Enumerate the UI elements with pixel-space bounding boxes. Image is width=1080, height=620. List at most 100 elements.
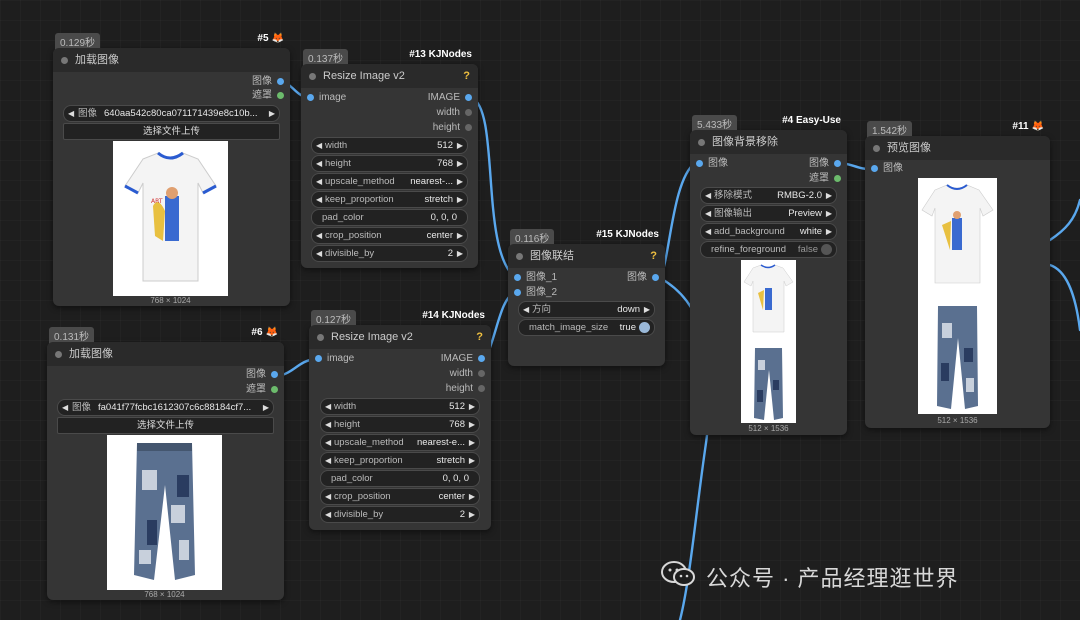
output-image[interactable]: IMAGE (441, 352, 485, 366)
output-image[interactable]: 图像 (809, 157, 841, 171)
arrow-right-icon[interactable]: ▶ (456, 141, 463, 150)
arrow-left-icon[interactable]: ◀ (325, 510, 332, 519)
arrow-right-icon[interactable]: ▶ (468, 438, 475, 447)
collapse-dot-icon[interactable] (61, 57, 68, 64)
output-image[interactable]: 图像 (252, 75, 284, 89)
node-background-removal-4[interactable]: 5.433秒 #4 Easy-Use 图像背景移除 图像 图像 遮罩 ◀移除模式… (690, 115, 847, 435)
input-image-1-dot[interactable] (514, 274, 521, 281)
output-height[interactable]: height (433, 121, 472, 135)
input-image-dot[interactable] (871, 165, 878, 172)
arrow-right-icon[interactable]: ▶ (468, 402, 475, 411)
node-title-bar[interactable]: 加载图像 (53, 48, 290, 72)
arrow-right-icon[interactable]: ▶ (825, 209, 832, 218)
arrow-right-icon[interactable]: ▶ (262, 403, 269, 412)
output-image-dot[interactable] (834, 160, 841, 167)
arrow-right-icon[interactable]: ▶ (468, 456, 475, 465)
arrow-left-icon[interactable]: ◀ (316, 159, 323, 168)
help-icon[interactable]: ? (650, 250, 657, 262)
upload-file-button[interactable]: 选择文件上传 (57, 417, 274, 434)
arrow-left-icon[interactable]: ◀ (316, 231, 323, 240)
toggle-off-icon[interactable] (821, 244, 832, 255)
input-image[interactable]: 图像 (696, 157, 728, 171)
arrow-left-icon[interactable]: ◀ (523, 305, 530, 314)
output-image[interactable]: IMAGE (428, 91, 472, 105)
arrow-right-icon[interactable]: ▶ (456, 177, 463, 186)
toggle-on-icon[interactable] (639, 322, 650, 333)
arrow-left-icon[interactable]: ◀ (325, 492, 332, 501)
output-mask-dot[interactable] (834, 175, 841, 182)
image-file-selector[interactable]: ◀ 图像 640aa542c80ca071171439e8c10b... ▶ (63, 105, 280, 122)
output-mask-dot[interactable] (271, 386, 278, 393)
input-image-dot[interactable] (315, 355, 322, 362)
node-load-image-5[interactable]: 0.129秒 #5🦊 加载图像 图像 遮罩 ◀ 图像 640aa542c80ca… (53, 33, 290, 306)
node-title-bar[interactable]: 图像联结? (508, 244, 665, 268)
collapse-dot-icon[interactable] (698, 139, 705, 146)
output-image-dot[interactable] (465, 94, 472, 101)
arrow-right-icon[interactable]: ▶ (456, 249, 463, 258)
arrow-left-icon[interactable]: ◀ (316, 249, 323, 258)
help-icon[interactable]: ? (476, 331, 483, 343)
arrow-left-icon[interactable]: ◀ (325, 402, 332, 411)
output-width-dot[interactable] (478, 370, 485, 377)
node-resize-image-13[interactable]: 0.137秒 #13 KJNodes Resize Image v2? imag… (301, 49, 478, 268)
arrow-left-icon[interactable]: ◀ (62, 403, 69, 412)
node-title-bar[interactable]: 图像背景移除 (690, 130, 847, 154)
node-image-concat-15[interactable]: 0.116秒 #15 KJNodes 图像联结? 图像_1 图像_2 图像 ◀方… (508, 229, 665, 366)
upload-file-button[interactable]: 选择文件上传 (63, 123, 280, 140)
collapse-dot-icon[interactable] (873, 145, 880, 152)
output-width[interactable]: width (437, 106, 472, 120)
arrow-left-icon[interactable]: ◀ (68, 109, 75, 118)
arrow-left-icon[interactable]: ◀ (325, 456, 332, 465)
arrow-right-icon[interactable]: ▶ (456, 231, 463, 240)
input-image[interactable]: image (307, 91, 346, 105)
output-width-dot[interactable] (465, 109, 472, 116)
collapse-dot-icon[interactable] (55, 351, 62, 358)
output-mask[interactable]: 遮罩 (246, 383, 278, 397)
input-image-dot[interactable] (307, 94, 314, 101)
output-image[interactable]: 图像 (627, 271, 659, 285)
output-mask[interactable]: 遮罩 (809, 172, 841, 186)
arrow-left-icon[interactable]: ◀ (705, 209, 712, 218)
arrow-left-icon[interactable]: ◀ (705, 227, 712, 236)
arrow-right-icon[interactable]: ▶ (468, 510, 475, 519)
arrow-left-icon[interactable]: ◀ (316, 141, 323, 150)
output-image-dot[interactable] (478, 355, 485, 362)
arrow-right-icon[interactable]: ▶ (643, 305, 650, 314)
image-file-selector[interactable]: ◀ 图像 fa041f77fcbc1612307c6c88184cf7... ▶ (57, 399, 274, 416)
arrow-right-icon[interactable]: ▶ (456, 195, 463, 204)
collapse-dot-icon[interactable] (516, 253, 523, 260)
output-image-dot[interactable] (271, 371, 278, 378)
node-title-bar[interactable]: 预览图像 (865, 136, 1050, 160)
output-height-dot[interactable] (478, 385, 485, 392)
arrow-right-icon[interactable]: ▶ (468, 492, 475, 501)
input-image[interactable]: image (315, 352, 354, 366)
collapse-dot-icon[interactable] (309, 73, 316, 80)
help-icon[interactable]: ? (463, 70, 470, 82)
node-title-bar[interactable]: 加载图像 (47, 342, 284, 366)
arrow-right-icon[interactable]: ▶ (468, 420, 475, 429)
output-image-dot[interactable] (652, 274, 659, 281)
output-mask-dot[interactable] (277, 92, 284, 99)
arrow-left-icon[interactable]: ◀ (325, 438, 332, 447)
collapse-dot-icon[interactable] (317, 334, 324, 341)
input-image[interactable]: 图像 (871, 162, 903, 176)
arrow-left-icon[interactable]: ◀ (316, 195, 323, 204)
node-resize-image-14[interactable]: 0.127秒 #14 KJNodes Resize Image v2? imag… (309, 310, 491, 530)
node-preview-image-11[interactable]: 1.542秒 #11🦊 预览图像 图像 512 × 1536 (865, 121, 1050, 428)
